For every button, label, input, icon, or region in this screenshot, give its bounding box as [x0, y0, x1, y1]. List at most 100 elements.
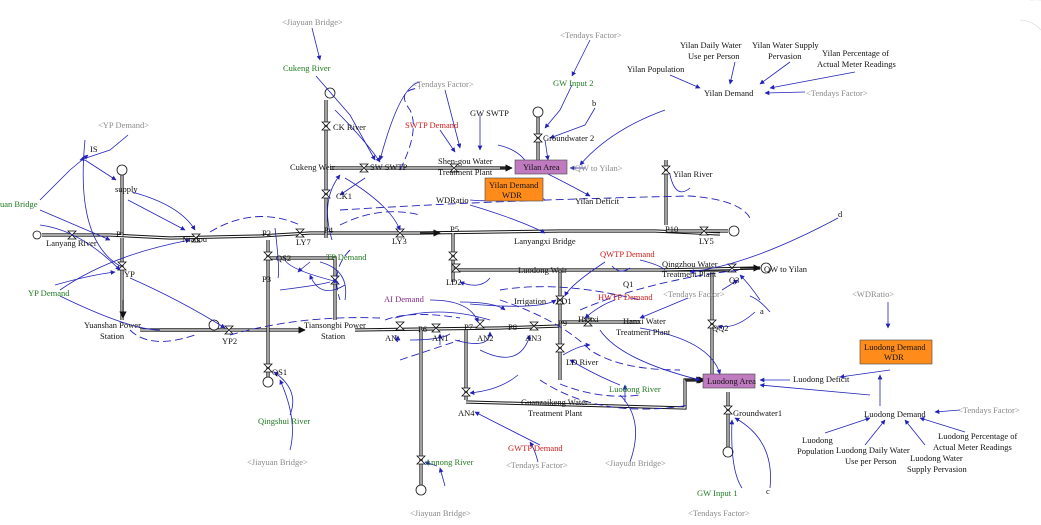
label-yp: YP [124, 269, 135, 279]
svg-text:Luodong Percentage of: Luodong Percentage of [938, 431, 1017, 441]
svg-text:Yilan Demand: Yilan Demand [489, 180, 539, 190]
label-c: c [766, 486, 770, 496]
svg-text:Treatment Plant: Treatment Plant [662, 269, 717, 279]
svg-text:Tiansongbi Power: Tiansongbi Power [304, 320, 366, 330]
label-sw-swtp: SW SWTP [370, 162, 408, 172]
flow-valves [67, 121, 737, 465]
label-luodong-weir: Luodong Weir [518, 265, 567, 275]
label-p4: P4 [324, 225, 334, 235]
svg-text:Treatment Plant: Treatment Plant [528, 408, 583, 418]
label-tendays-factor-yilan: <Tendays Factor> [806, 88, 868, 98]
svg-text:Luodong: Luodong [802, 435, 833, 445]
label-ld2: LD2 [446, 277, 462, 287]
label-q3: Q3 [729, 275, 739, 285]
label-p1: P1 [116, 229, 125, 239]
svg-text:Use per Person: Use per Person [845, 456, 897, 466]
svg-text:Luodong Daily Water: Luodong Daily Water [836, 445, 910, 455]
label-p3: P3 [262, 274, 271, 284]
label-swtp-demand: SWTP Demand [405, 120, 459, 130]
label-hanxi: Hanxi [578, 314, 599, 324]
label-tendays-factor-right: <Tendays Factor> [663, 289, 725, 299]
label-luodong-supply: Luodong Water Supply Pervasion [907, 453, 967, 474]
label-is: IS [90, 144, 98, 154]
label-yilan-demand-wdr: Yilan Demand WDR [489, 180, 539, 200]
stock-yilan-area [514, 159, 568, 175]
label-yilan-deficit: Yilan Deficit [575, 196, 620, 206]
label-gw-input1: GW Input 1 [697, 488, 737, 498]
label-an1: AN1 [432, 333, 449, 343]
label-an4: AN4 [458, 408, 475, 418]
label-yilan-pct: Yilan Percentage of Actual Meter Reading… [817, 48, 896, 69]
svg-text:Qingzhou Water: Qingzhou Water [662, 259, 718, 269]
label-wdratio: WDRatio [436, 195, 469, 205]
stocks [484, 159, 933, 389]
label-ly5: LY5 [699, 236, 714, 246]
stock-luodong-demand-wdr [859, 339, 933, 365]
label-annong-river: Annong River [425, 457, 474, 467]
label-bridge-left: uan Bridge [0, 199, 38, 209]
label-ck-river: CK River [333, 122, 366, 132]
influence-links [39, 27, 966, 489]
label-hanxi-plant: Hanxi Water Treatment Plant [616, 316, 671, 337]
svg-text:Luodong Demand: Luodong Demand [864, 342, 926, 352]
label-luodong-pct: Luodong Percentage of Actual Meter Readi… [933, 431, 1017, 452]
label-guanzaikeng: Guanzaikeng Water Treatment Plant [521, 397, 588, 418]
label-yuanshan: Yuanshan Power Station [84, 320, 141, 341]
label-qwtp-demand: QWTP Demand [600, 249, 655, 259]
label-tendays-factor-mid: <Tendays Factor> [412, 79, 474, 89]
label-qw-to-yilan-shadow: <QW to Yilan> [570, 163, 623, 173]
svg-text:Yilan Percentage of: Yilan Percentage of [822, 48, 889, 58]
label-a: a [760, 306, 764, 316]
label-yp-demand: YP Demand [28, 288, 70, 298]
label-lanyang-river: Lanyang River [46, 238, 97, 248]
label-cukeng-river: Cukeng River [283, 63, 331, 73]
label-tendays-factor-ld: <Tendays Factor> [958, 405, 1020, 415]
stock-yilan-demand-wdr [484, 177, 544, 202]
label-p6: P6 [418, 324, 427, 334]
label-an: AN [385, 333, 397, 343]
label-qingshui-river: Qingshui River [258, 416, 310, 426]
svg-text:Yilan Water Supply: Yilan Water Supply [752, 40, 819, 50]
label-p7: P7 [464, 322, 473, 332]
label-qq2: QQ2 [712, 323, 729, 333]
label-tendays-factor-bot2: <Tendays Factor> [688, 508, 750, 518]
label-yilan-supply: Yilan Water Supply Pervasion [752, 40, 819, 61]
label-qingzhou: Qingzhou Water Treatment Plant [662, 259, 718, 279]
svg-text:Yuanshan Power: Yuanshan Power [84, 320, 141, 330]
svg-text:Guanzaikeng Water: Guanzaikeng Water [521, 397, 588, 407]
label-ly7: LY7 [296, 237, 311, 247]
label-qs1: QS1 [272, 367, 287, 377]
label-tianson: Tiansongbi Power Station [304, 320, 366, 341]
label-tendays-factor-top: <Tendays Factor> [560, 30, 622, 40]
svg-text:Hanxi Water: Hanxi Water [623, 316, 666, 326]
label-gw-input2: GW Input 2 [553, 78, 593, 88]
label-luodong-river: Luodong River [609, 384, 661, 394]
label-groundwater1: Groundwater1 [733, 408, 782, 418]
label-groundwater2: Groundwater 2 [543, 133, 594, 143]
svg-text:Luodong Water: Luodong Water [910, 453, 963, 463]
labels: <Jiayuan Bridge> Cukeng River <Tendays F… [0, 17, 1020, 518]
svg-text:WDR: WDR [502, 190, 522, 200]
label-gwtp-demand: GWTP Demand [508, 443, 563, 453]
watermark-seal [1019, 0, 1041, 90]
label-an2: AN2 [477, 333, 494, 343]
label-yilan-area: Yilan Area [523, 162, 560, 172]
label-tp-demand: TP Demand [326, 252, 367, 262]
label-qs2: QS2 [276, 253, 291, 263]
label-luodong-deficit: Luodong Deficit [793, 374, 850, 384]
label-d: d [838, 209, 843, 219]
svg-text:Actual Meter Readings: Actual Meter Readings [817, 59, 896, 69]
label-p9: P9 [558, 318, 567, 328]
label-wdratio-shadow: <WDRatio> [852, 289, 894, 299]
label-irrigation: Irrigation [514, 296, 547, 306]
label-p5: P5 [450, 224, 459, 234]
label-p8: P8 [508, 322, 517, 332]
dashed-links [129, 87, 751, 410]
svg-text:Use per Person: Use per Person [688, 51, 740, 61]
label-luodong-population: Luodong Population [797, 435, 835, 456]
label-qw-to-yilan: QW to Yilan [764, 264, 808, 274]
label-yp2: YP2 [222, 336, 237, 346]
label-b: b [592, 98, 596, 108]
svg-text:Yilan Daily Water: Yilan Daily Water [680, 40, 742, 50]
